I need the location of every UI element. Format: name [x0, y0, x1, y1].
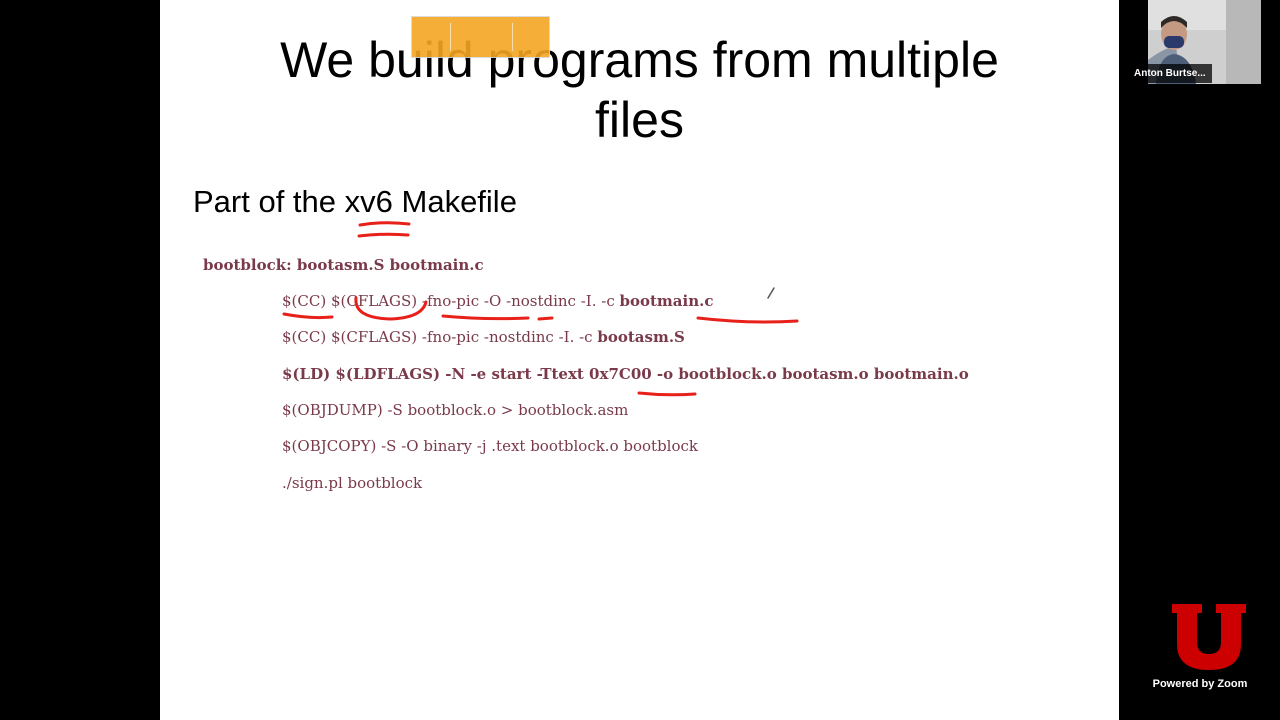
underline-xv6-top: [358, 221, 411, 227]
makefile-target-line: bootblock: bootasm.S bootmain.c: [203, 256, 484, 274]
toolbar-separator: [512, 23, 513, 51]
compile-bootasm-file: bootasm.S: [597, 328, 685, 346]
makefile-rule-line-1: $(CC) $(CFLAGS) -fno-pic -O -nostdinc -I…: [282, 292, 713, 310]
makefile-rule-line-3: $(LD) $(LDFLAGS) -N -e start -Ttext 0x7C…: [282, 365, 969, 383]
slide-title-line-2: files: [595, 92, 684, 148]
zoom-share-toolbar[interactable]: [411, 16, 550, 58]
slide-title-line-1: We build programs from multiple: [280, 32, 999, 88]
link-command: $(LD) $(LDFLAGS) -N -e start -Ttext 0x7C…: [282, 365, 969, 383]
powered-by-zoom: Powered by Zoom: [1152, 678, 1248, 690]
subtitle-prefix: Part of the: [193, 184, 345, 219]
toolbar-separator: [450, 23, 451, 51]
compile-bootmain-file: bootmain.c: [619, 292, 714, 310]
makefile-rule-line-6: ./sign.pl bootblock: [282, 474, 422, 492]
underline-fno-pic: [441, 314, 530, 321]
participant-name-label: Anton Burtse...: [1128, 64, 1212, 83]
subtitle-emphasis: xv6: [344, 184, 393, 219]
makefile-rule-line-2: $(CC) $(CFLAGS) -fno-pic -nostdinc -I. -…: [282, 328, 685, 346]
makefile-rule-line-4: $(OBJDUMP) -S bootblock.o > bootblock.as…: [282, 401, 628, 419]
underline-bootmain: [696, 316, 799, 324]
underline-xv6-bottom: [357, 232, 410, 238]
underline-cc: [282, 312, 334, 320]
objdump-command: $(OBJDUMP) -S bootblock.o > bootblock.as…: [282, 401, 629, 419]
pen-cursor-mark: [767, 287, 775, 299]
objcopy-command: $(OBJCOPY) -S -O binary -j .text bootblo…: [282, 437, 698, 455]
university-of-utah-logo: [1172, 604, 1246, 670]
compile-bootmain-cmd: $(CC) $(CFLAGS) -fno-pic -O -nostdinc -I…: [282, 292, 620, 310]
sign-command: ./sign.pl bootblock: [282, 474, 423, 492]
makefile-rule-line-5: $(OBJCOPY) -S -O binary -j .text bootblo…: [282, 437, 698, 455]
slide-subtitle: Part of the xv6 Makefile: [193, 184, 517, 220]
underline-0x7c00: [637, 391, 697, 397]
subtitle-suffix: Makefile: [392, 184, 517, 219]
slide-title: We build programs from multiple files: [160, 30, 1119, 150]
makefile-target: bootblock: bootasm.S bootmain.c: [203, 256, 484, 274]
underline-O-flag: [537, 316, 554, 321]
compile-bootasm-cmd: $(CC) $(CFLAGS) -fno-pic -nostdinc -I. -…: [282, 328, 598, 346]
presentation-slide: We build programs from multiple files Pa…: [160, 0, 1119, 720]
